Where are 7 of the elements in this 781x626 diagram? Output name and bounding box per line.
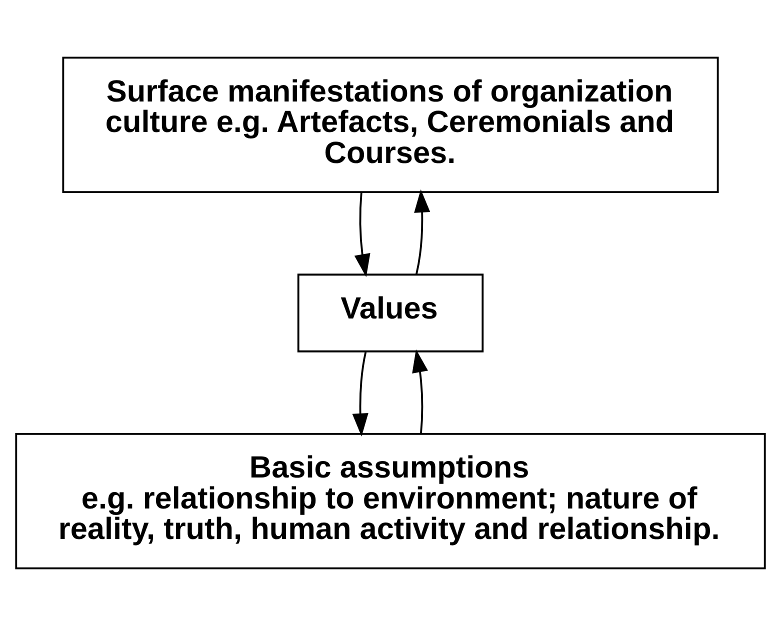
- arrow: [354, 192, 370, 278]
- arrow: [414, 189, 430, 274]
- arrow: [412, 349, 428, 434]
- node-box: Basic assumptions e.g. relationship to environment; nature of reality, truth, human activity and relationship.: [15, 432, 766, 570]
- node-box: Surface manifestations of organization culture e.g. Artefacts, Ceremonials and Courses.: [62, 56, 719, 194]
- node-box: Values: [297, 274, 484, 352]
- arrow: [352, 352, 368, 437]
